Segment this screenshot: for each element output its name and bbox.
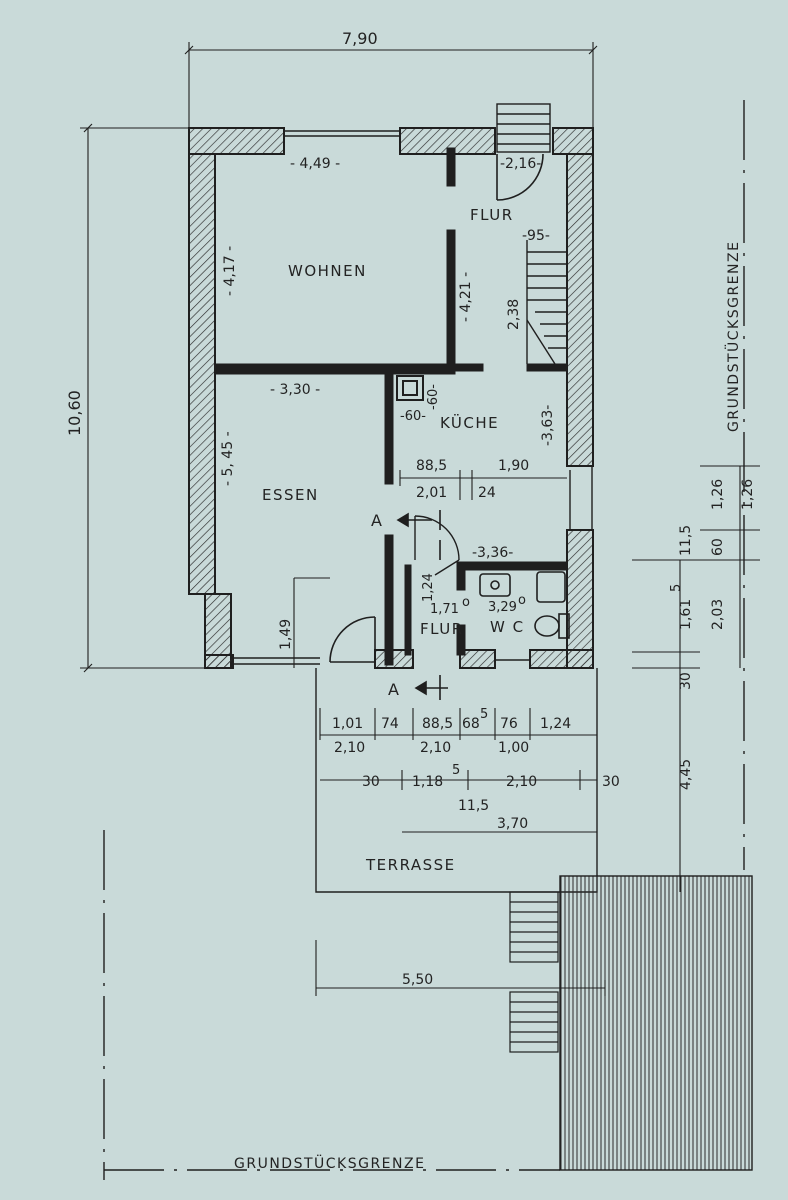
dim-terrace-370: 3,70 [497,816,528,832]
dim-terrace-118: 1,18 [412,774,443,790]
dim-bottom-685-sup: 5 [480,707,488,722]
hall-door [414,515,460,576]
windows [233,130,593,665]
room-label-wohnen: WOHNEN [288,262,367,280]
dim-door-88: 88,5 [416,458,447,474]
dim-124-vertical: 1,24 [421,573,436,602]
dim-chimney-height: -60- [426,384,441,410]
dim-flur-width: -2,16- [500,156,541,172]
dim-bottom-885: 88,5 [422,716,453,732]
dim-right-161-sup: 5 [669,584,684,592]
dim-201: 2,01 [416,485,447,501]
dim-terrace-118-sup: 5 [452,763,460,778]
room-label-flur-upper: FLUR [470,206,514,224]
dim-bottom-100: 1,00 [498,740,529,756]
property-boundary [103,100,745,1180]
boundary-label-right: GRUNDSTÜCKSGRENZE [724,241,742,432]
dim-garden-550: 5,50 [402,972,433,988]
dim-right-115: 11,5 [678,525,694,556]
section-label-top: A [371,511,382,530]
dim-right-126a: 1,26 [710,479,726,510]
room-label-essen: ESSEN [262,486,319,504]
area-wc: 3,29 [488,600,517,615]
dim-bottom-76: 76 [500,716,518,732]
dim-190: 1,90 [498,458,529,474]
dim-149: 1,49 [278,619,294,650]
section-line [396,510,448,700]
room-label-terrasse: TERRASSE [365,856,456,874]
dim-terrace-30b: 30 [602,774,620,790]
area-wc-unit: o [518,593,526,608]
dim-bottom-74: 74 [381,716,399,732]
dim-stair-width: -95- [522,228,550,244]
dimension-lines [80,42,760,996]
room-label-flur-lower: FLUR [420,620,464,638]
area-flur: 1,71 [430,602,459,617]
dim-terrace-210: 2,10 [506,774,537,790]
interior-walls [214,147,568,666]
dim-terrace-115: 11,5 [458,798,489,814]
dim-terrace-30a: 30 [362,774,380,790]
dim-right-203: 2,03 [710,599,726,630]
area-flur-unit: o [462,595,470,610]
boundary-label-bottom: GRUNDSTÜCKSGRENZE [234,1154,425,1172]
garden-deck [559,875,753,1171]
dim-bottom-210b: 2,10 [420,740,451,756]
dim-right-445: 4,45 [678,759,694,790]
dim-kueche-height: -3,63- [540,405,556,446]
wc-fixtures [479,571,570,639]
dim-essen-width: - 3,30 - [270,382,320,398]
dim-right-161: 1,61 [678,599,694,630]
staircase-upper [496,103,567,365]
dim-bottom-685: 68 [462,716,480,732]
dim-right-30: 30 [678,672,694,690]
dim-bottom-124: 1,24 [540,716,571,732]
room-label-kueche: KÜCHE [440,413,499,432]
dim-overall-width: 7,90 [342,29,378,48]
section-label-bottom: A [388,680,399,699]
dim-right-60: 60 [710,538,726,556]
chimney [396,375,424,401]
dim-right-126b: 1,26 [740,479,756,510]
dim-chimney-width: -60- [400,409,426,424]
dim-wohnen-width: - 4,49 - [290,156,340,172]
entrance-door [329,616,376,663]
dim-stair-length: 2,38 [506,299,522,330]
garden-stairs [509,891,559,1053]
dim-24: 24 [478,485,496,501]
flur-door [496,153,544,201]
dim-wohnen-height-inner: - 4,21 - [458,272,474,322]
dim-overall-height: 10,60 [65,390,84,436]
exterior-walls [188,127,594,669]
room-label-wc: W C [490,618,525,636]
dim-wohnen-height: - 4,17 - [222,246,238,296]
dim-essen-height: - 5, 45 - [220,431,236,486]
dim-bottom-210a: 2,10 [334,740,365,756]
dim-336: -3,36- [472,545,513,561]
dim-bottom-101: 1,01 [332,716,363,732]
